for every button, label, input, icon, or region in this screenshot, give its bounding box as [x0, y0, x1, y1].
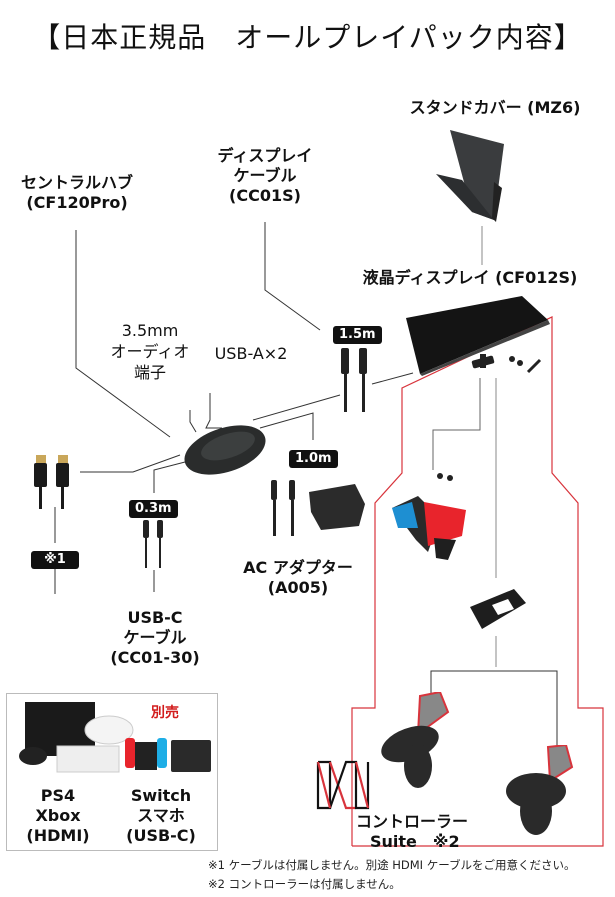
- page-title: 【日本正規品 オールプレイパック内容】: [32, 21, 583, 54]
- line-hub-display: [252, 394, 341, 421]
- line-hub-hdmi: [80, 454, 181, 473]
- line-hub-label: [75, 230, 171, 438]
- sold-separately-box: 別売 PS4 Xbox (HDMI) Switch スマホ (USB-C): [6, 693, 218, 851]
- ac-adapter-image: [271, 480, 365, 536]
- audio-port-label: 3.5mm オーディオ 端子: [110, 321, 190, 382]
- lcd-display-image: [406, 296, 550, 376]
- usb-a-label: USB-A×2: [214, 344, 288, 363]
- sold-separately-right-label: Switch スマホ (USB-C): [126, 786, 196, 845]
- line-cable-display: [371, 372, 414, 385]
- lcd-display-label: 液晶ディスプレイ (CF012S): [362, 268, 578, 287]
- display-cable-length-tag: 1.5m: [333, 326, 382, 344]
- phone-holder-image: [470, 589, 526, 629]
- display-cable-label: ディスプレイ ケーブル (CC01S): [217, 146, 313, 205]
- ac-adapter-length-tag: 1.0m: [289, 450, 338, 468]
- usbc-cable-length-tag: 0.3m: [129, 500, 178, 518]
- hdmi-cable-image: [34, 455, 69, 509]
- central-hub-image: [184, 425, 266, 475]
- hdmi-note-tag: ※1: [31, 551, 79, 569]
- joycon-grip-image: [392, 473, 466, 560]
- red-outline: [351, 316, 604, 847]
- ac-adapter-label: AC アダプター (A005): [243, 558, 353, 597]
- display-cable-image: [341, 348, 367, 412]
- stand-cover-label: スタンドカバー (MZ6): [409, 98, 581, 117]
- consoles-image: [19, 702, 211, 773]
- mount-screws-image: [471, 354, 542, 374]
- line-display-cable-label: [264, 222, 321, 331]
- line-hub-ac: [259, 412, 314, 440]
- sold-separately-left-label: PS4 Xbox (HDMI): [26, 786, 90, 845]
- central-hub-label: セントラルハブ (CF120Pro): [20, 173, 133, 212]
- sold-separately-badge: 別売: [151, 705, 179, 721]
- controller-right-image: [506, 745, 574, 835]
- line-usb-a: [205, 393, 222, 429]
- line-audio: [189, 410, 197, 433]
- usbc-cable-image: [143, 520, 163, 568]
- footnote-1: ※1 ケーブルは付属しません。別途 HDMI ケーブルをご用意ください。: [208, 858, 576, 872]
- footnote-2: ※2 コントローラーは付属しません。: [208, 877, 401, 891]
- controller-suite-logo: [316, 760, 370, 810]
- usbc-cable-label: USB-C ケーブル (CC01-30): [110, 608, 200, 667]
- line-hub-usbc: [153, 461, 186, 493]
- controller-suite-label: コントローラー Suite ※2: [356, 812, 469, 851]
- stand-cover-image: [436, 130, 504, 222]
- controller-left-image: [381, 692, 450, 788]
